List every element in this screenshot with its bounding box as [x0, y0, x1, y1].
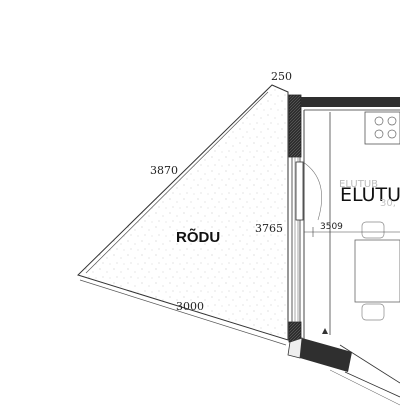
- bottom-wall-dark: [300, 338, 352, 372]
- dim-label-3000: 3000: [176, 300, 204, 313]
- exterior-wall: [288, 94, 400, 343]
- marker-triangle: [322, 328, 328, 334]
- dim-label-3509: 3509: [320, 222, 343, 232]
- dining-table: [354, 239, 400, 303]
- bottom-slant-1: [339, 344, 400, 384]
- stove-burner-2: [387, 116, 397, 126]
- balcony-bottom-edge: [79, 279, 287, 346]
- room-label-balcony: RÕDU: [176, 228, 220, 246]
- kitchen-counter: [364, 111, 400, 145]
- dim-label-3765: 3765: [255, 222, 283, 235]
- balcony-outline: [77, 84, 289, 341]
- stove-burner-3: [374, 129, 384, 139]
- wall-top: [301, 97, 400, 107]
- room-area-ghost: 30,: [380, 198, 396, 209]
- bottom-slant-3: [329, 369, 400, 406]
- bottom-slant-2: [344, 371, 400, 398]
- chair-bottom: [361, 303, 385, 321]
- balcony-outer-edge: [85, 91, 269, 274]
- stove-burner-4: [387, 129, 397, 139]
- wall-upper: [288, 94, 302, 158]
- door-leaf: [295, 161, 304, 221]
- bottom-wall: [287, 337, 400, 406]
- chair-top: [361, 221, 385, 239]
- interior: [303, 109, 400, 340]
- dim-label-250: 250: [271, 70, 292, 83]
- door-swing: [302, 161, 322, 221]
- room-label-living-ghost: ELUTUB: [339, 179, 378, 190]
- balcony-area: [77, 84, 289, 346]
- room-label-living: ELUTU: [340, 184, 400, 206]
- bottom-wall-light: [287, 337, 303, 359]
- dim-label-3870: 3870: [150, 164, 178, 177]
- stove-burner-1: [374, 116, 384, 126]
- window-frame: [291, 156, 301, 323]
